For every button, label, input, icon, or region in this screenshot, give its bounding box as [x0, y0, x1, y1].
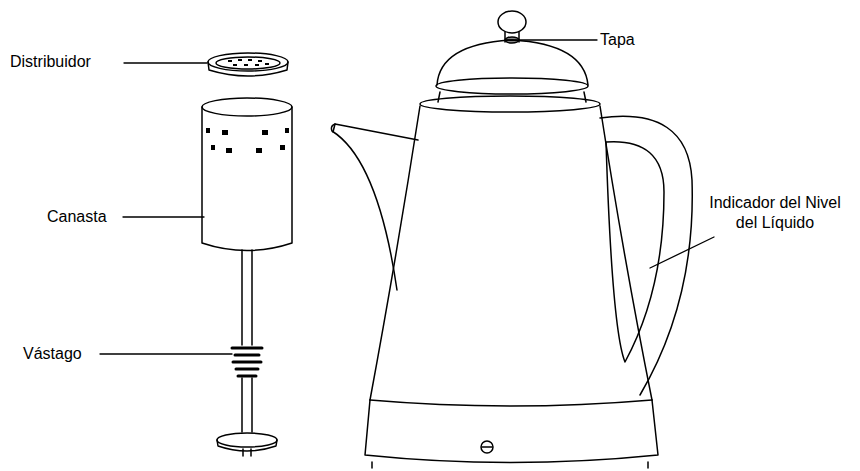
spreader-disc	[208, 53, 288, 76]
part-label: Vástago	[23, 344, 103, 364]
lid	[436, 11, 588, 102]
pot-body	[365, 96, 658, 468]
basket	[202, 98, 292, 251]
part-label: Distribuidor	[10, 52, 130, 72]
leader-lines	[100, 40, 714, 354]
part-label: Canasta	[47, 207, 127, 227]
part-label: Tapa	[600, 30, 680, 50]
handle	[600, 116, 692, 395]
stem	[217, 250, 277, 456]
part-label: Indicador del Nivel del Líquido	[700, 193, 850, 233]
spout	[331, 124, 418, 290]
